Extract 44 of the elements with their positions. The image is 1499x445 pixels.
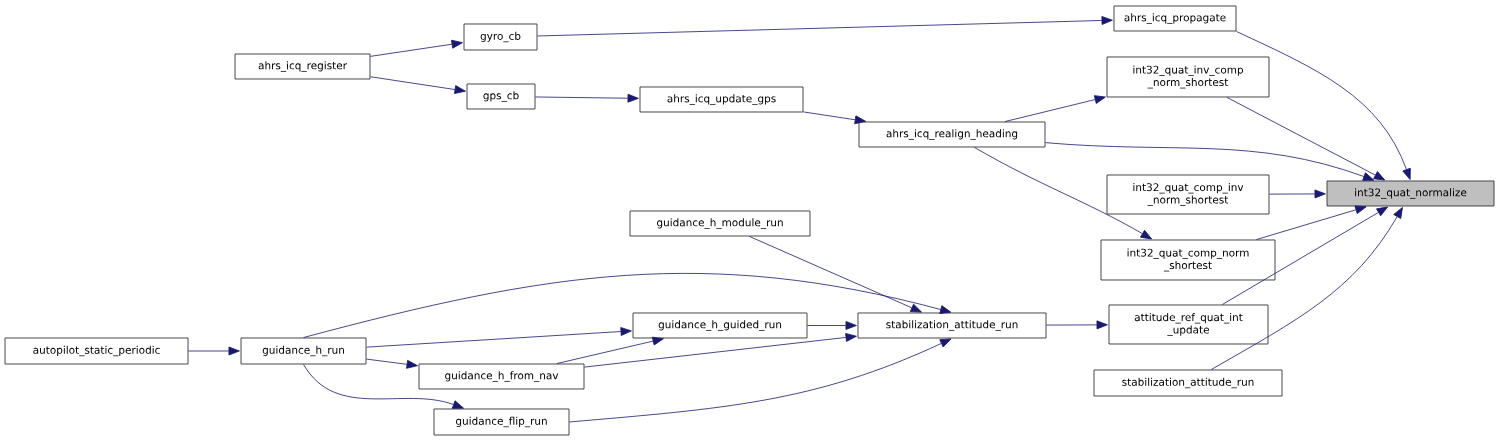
arrow <box>569 338 952 423</box>
arrow <box>556 336 664 364</box>
function-box: stabilization_attitude_run <box>1093 369 1283 397</box>
function-box: int32_quat_comp_inv _norm_shortest <box>1106 174 1270 215</box>
arrow <box>537 16 1113 37</box>
function-box: guidance_h_guided_run <box>632 312 808 339</box>
function-box: guidance_flip_run <box>433 408 570 436</box>
arrow <box>535 93 639 103</box>
arrow <box>749 236 922 313</box>
function-box: int32_quat_inv_comp _norm_shortest <box>1106 56 1270 98</box>
arrow <box>807 321 857 330</box>
arrow <box>1226 97 1386 181</box>
arrow <box>303 364 464 409</box>
function-box: gps_cb <box>466 83 536 110</box>
function-box: autopilot_static_periodic <box>4 337 189 365</box>
function-box: gyro_cb <box>463 23 538 51</box>
function-box: guidance_h_run <box>240 337 367 365</box>
function-box: ahrs_icq_update_gps <box>639 86 804 113</box>
function-box: ahrs_icq_propagate <box>1113 5 1237 32</box>
function-box: int32_quat_comp_norm _shortest <box>1100 239 1276 281</box>
arrow <box>303 273 952 338</box>
arrow <box>1046 320 1108 330</box>
function-box: guidance_h_module_run <box>629 210 811 237</box>
arrow <box>1004 95 1106 122</box>
arrow <box>1256 205 1367 240</box>
function-box: ahrs_icq_realign_heading <box>858 121 1046 148</box>
arrow <box>1045 142 1375 181</box>
arrow <box>370 76 466 94</box>
function-box: int32_quat_normalize <box>1326 180 1495 207</box>
arrow <box>366 327 632 348</box>
arrow <box>188 346 240 356</box>
arrow <box>1236 31 1411 180</box>
arrow <box>803 111 867 125</box>
arrow <box>584 333 857 368</box>
function-box: stabilization_attitude_run <box>857 312 1047 339</box>
arrow <box>370 39 463 57</box>
arrow <box>1210 207 1403 370</box>
function-box: guidance_h_from_nav <box>418 363 585 390</box>
function-box: ahrs_icq_register <box>234 53 371 80</box>
arrow <box>1269 189 1326 199</box>
arrow <box>1221 206 1388 305</box>
function-box: attitude_ref_quat_int _update <box>1108 304 1269 345</box>
arrow <box>974 147 1152 240</box>
arrow <box>366 358 418 369</box>
